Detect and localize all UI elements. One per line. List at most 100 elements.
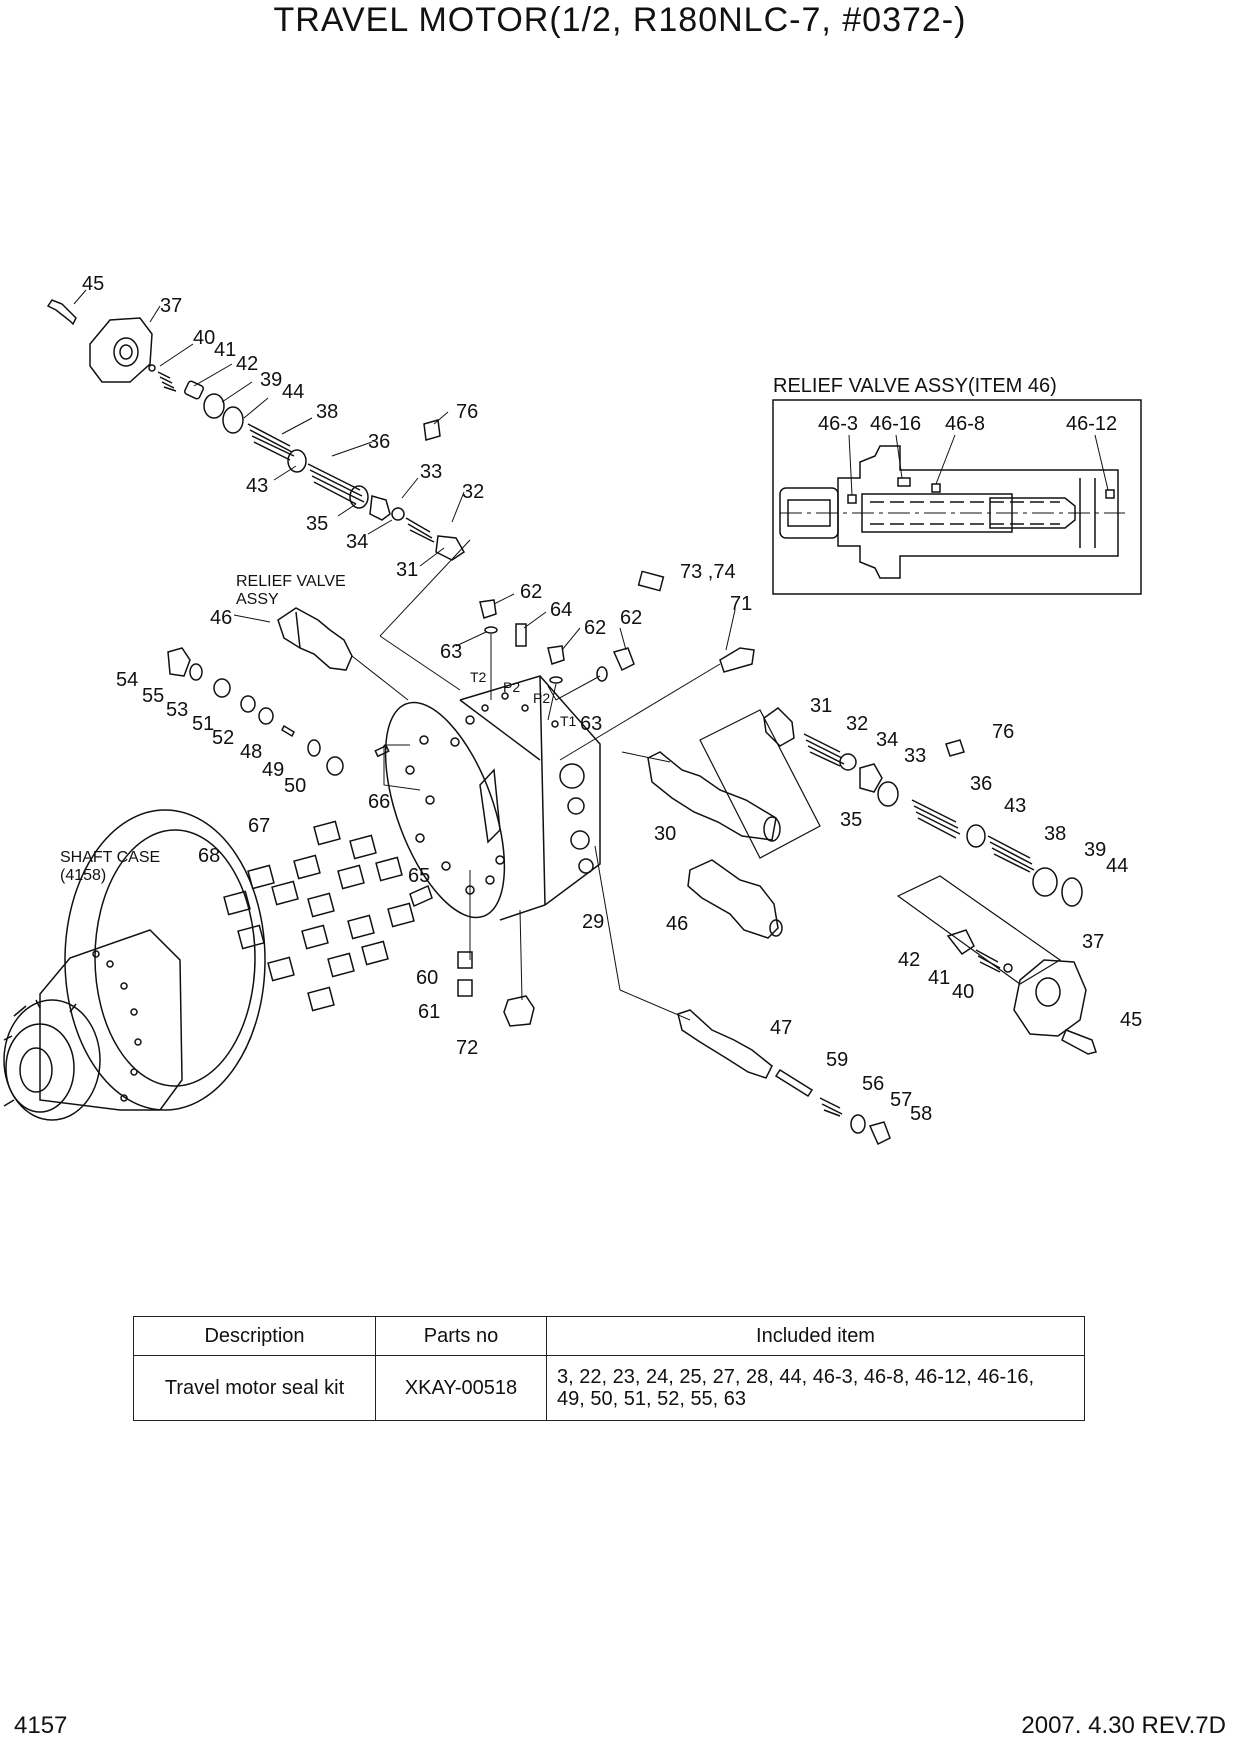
callout-number: 62	[520, 581, 542, 603]
callout-number: 55	[142, 685, 164, 707]
callout-number: 32	[462, 481, 484, 503]
callout-number: 76	[456, 401, 478, 423]
table-header: Parts no	[375, 1316, 547, 1356]
description-cell: Travel motor seal kit	[133, 1355, 376, 1421]
callout-number: 53	[166, 699, 188, 721]
callout-number: 46	[666, 913, 688, 935]
page-title: TRAVEL MOTOR(1/2, R180NLC-7, #0372-)	[273, 1, 967, 39]
inset-label: 46-8	[945, 413, 985, 435]
callout-number: 76	[992, 721, 1014, 743]
callout-number: 37	[160, 295, 182, 317]
relief-valve-section-icon	[779, 445, 1125, 579]
shaft-case-note: SHAFT CASE	[60, 849, 160, 866]
callout-number: 36	[970, 773, 992, 795]
callout-number: 39	[260, 369, 282, 391]
callout-number: 63	[440, 641, 462, 663]
callout-number: 49	[262, 759, 284, 781]
callout-number: 42	[236, 353, 258, 375]
inset-frame	[772, 399, 1142, 595]
callout-number: 29	[582, 911, 604, 933]
callout-number: 45	[82, 273, 104, 295]
port-plug-group-icon	[479, 570, 755, 761]
seal-ring-group-icon	[167, 647, 344, 776]
callout-number: 59	[826, 1049, 848, 1071]
relief-valve-cartridge-icon	[277, 607, 409, 701]
valve-casing-icon	[384, 675, 601, 921]
callout-number: 38	[1044, 823, 1066, 845]
callout-number: 58	[910, 1103, 932, 1125]
inset-label: 46-12	[1066, 413, 1117, 435]
callout-number: 39	[1084, 839, 1106, 861]
callout-number: 64	[550, 599, 572, 621]
callout-number: 37	[1082, 931, 1104, 953]
callout-number: 41	[214, 339, 236, 361]
callout-number: 40	[193, 327, 215, 349]
callout-number: 50	[284, 775, 306, 797]
callout-number: 72	[456, 1037, 478, 1059]
callout-number: 36	[368, 431, 390, 453]
table-row: Travel motor seal kit XKAY-00518 3, 22, …	[133, 1355, 1085, 1421]
table-header: Included item	[546, 1316, 1085, 1356]
callout-number: 35	[840, 809, 862, 831]
callout-number: 44	[282, 381, 304, 403]
callout-number: 52	[212, 727, 234, 749]
relief-valve-note: ASSY	[236, 591, 279, 608]
port-label: T2	[470, 669, 487, 685]
inset-label: 46-16	[870, 413, 921, 435]
revision-date: 2007. 4.30 REV.7D	[1021, 1712, 1226, 1739]
upper-valve-stack-icon	[46, 299, 465, 561]
cover-flange-icon	[946, 929, 1097, 1055]
port-label: T1	[560, 713, 577, 729]
callout-number: 68	[198, 845, 220, 867]
callout-number: 46	[210, 607, 232, 629]
included-items-cell: 3, 22, 23, 24, 25, 27, 28, 44, 46-3, 46-…	[546, 1355, 1085, 1421]
callout-number: 63	[580, 713, 602, 735]
callout-number: 62	[620, 607, 642, 629]
callout-number: 43	[246, 475, 268, 497]
included-items-line: 49, 50, 51, 52, 55, 63	[557, 1388, 747, 1410]
callout-number: 45	[1120, 1009, 1142, 1031]
part-number-cell: XKAY-00518	[375, 1355, 547, 1421]
callout-number: 57	[890, 1089, 912, 1111]
callout-number: 41	[928, 967, 950, 989]
shaft-case-icon	[3, 809, 266, 1121]
callout-number: 40	[952, 981, 974, 1003]
callout-number: 56	[862, 1073, 884, 1095]
callout-number: 67	[248, 815, 270, 837]
right-valve-stack-icon	[763, 707, 1083, 907]
inset-title: RELIEF VALVE ASSY(ITEM 46)	[773, 375, 1057, 397]
callout-number: 43	[1004, 795, 1026, 817]
callout-number: 61	[418, 1001, 440, 1023]
callout-number: 38	[316, 401, 338, 423]
callout-number: 73 ,74	[680, 561, 736, 583]
callout-number: 48	[240, 741, 262, 763]
seal-kit-table: Description Parts no Included item Trave…	[133, 1316, 1085, 1421]
port-label: P2	[503, 679, 520, 695]
callout-number: 31	[396, 559, 418, 581]
port-label: P2	[533, 690, 550, 706]
callout-number: 47	[770, 1017, 792, 1039]
callout-number: 44	[1106, 855, 1128, 877]
callout-number: 62	[584, 617, 606, 639]
callout-number: 71	[730, 593, 752, 615]
callout-number: 65	[408, 865, 430, 887]
relief-valve-note: RELIEF VALVE	[236, 573, 346, 590]
callout-number: 34	[346, 531, 368, 553]
callout-number: 66	[368, 791, 390, 813]
callout-number: 30	[654, 823, 676, 845]
spring-set-icon	[223, 744, 535, 1027]
inset-label: 46-3	[818, 413, 858, 435]
callout-number: 33	[904, 745, 926, 767]
spool-assembly-icon	[647, 751, 891, 1146]
callout-number: 34	[876, 729, 898, 751]
table-header: Description	[133, 1316, 376, 1356]
callout-number: 35	[306, 513, 328, 535]
callout-number: 31	[810, 695, 832, 717]
exploded-parts-diagram: RELIEF VALVE ASSY(ITEM 46) 46-3 46-16 46…	[3, 273, 1142, 1146]
callout-number: 32	[846, 713, 868, 735]
callout-number: 54	[116, 669, 138, 691]
page-number: 4157	[14, 1712, 68, 1739]
shaft-case-note: (4158)	[60, 867, 106, 884]
callout-number: 51	[192, 713, 214, 735]
callout-number: 33	[420, 461, 442, 483]
